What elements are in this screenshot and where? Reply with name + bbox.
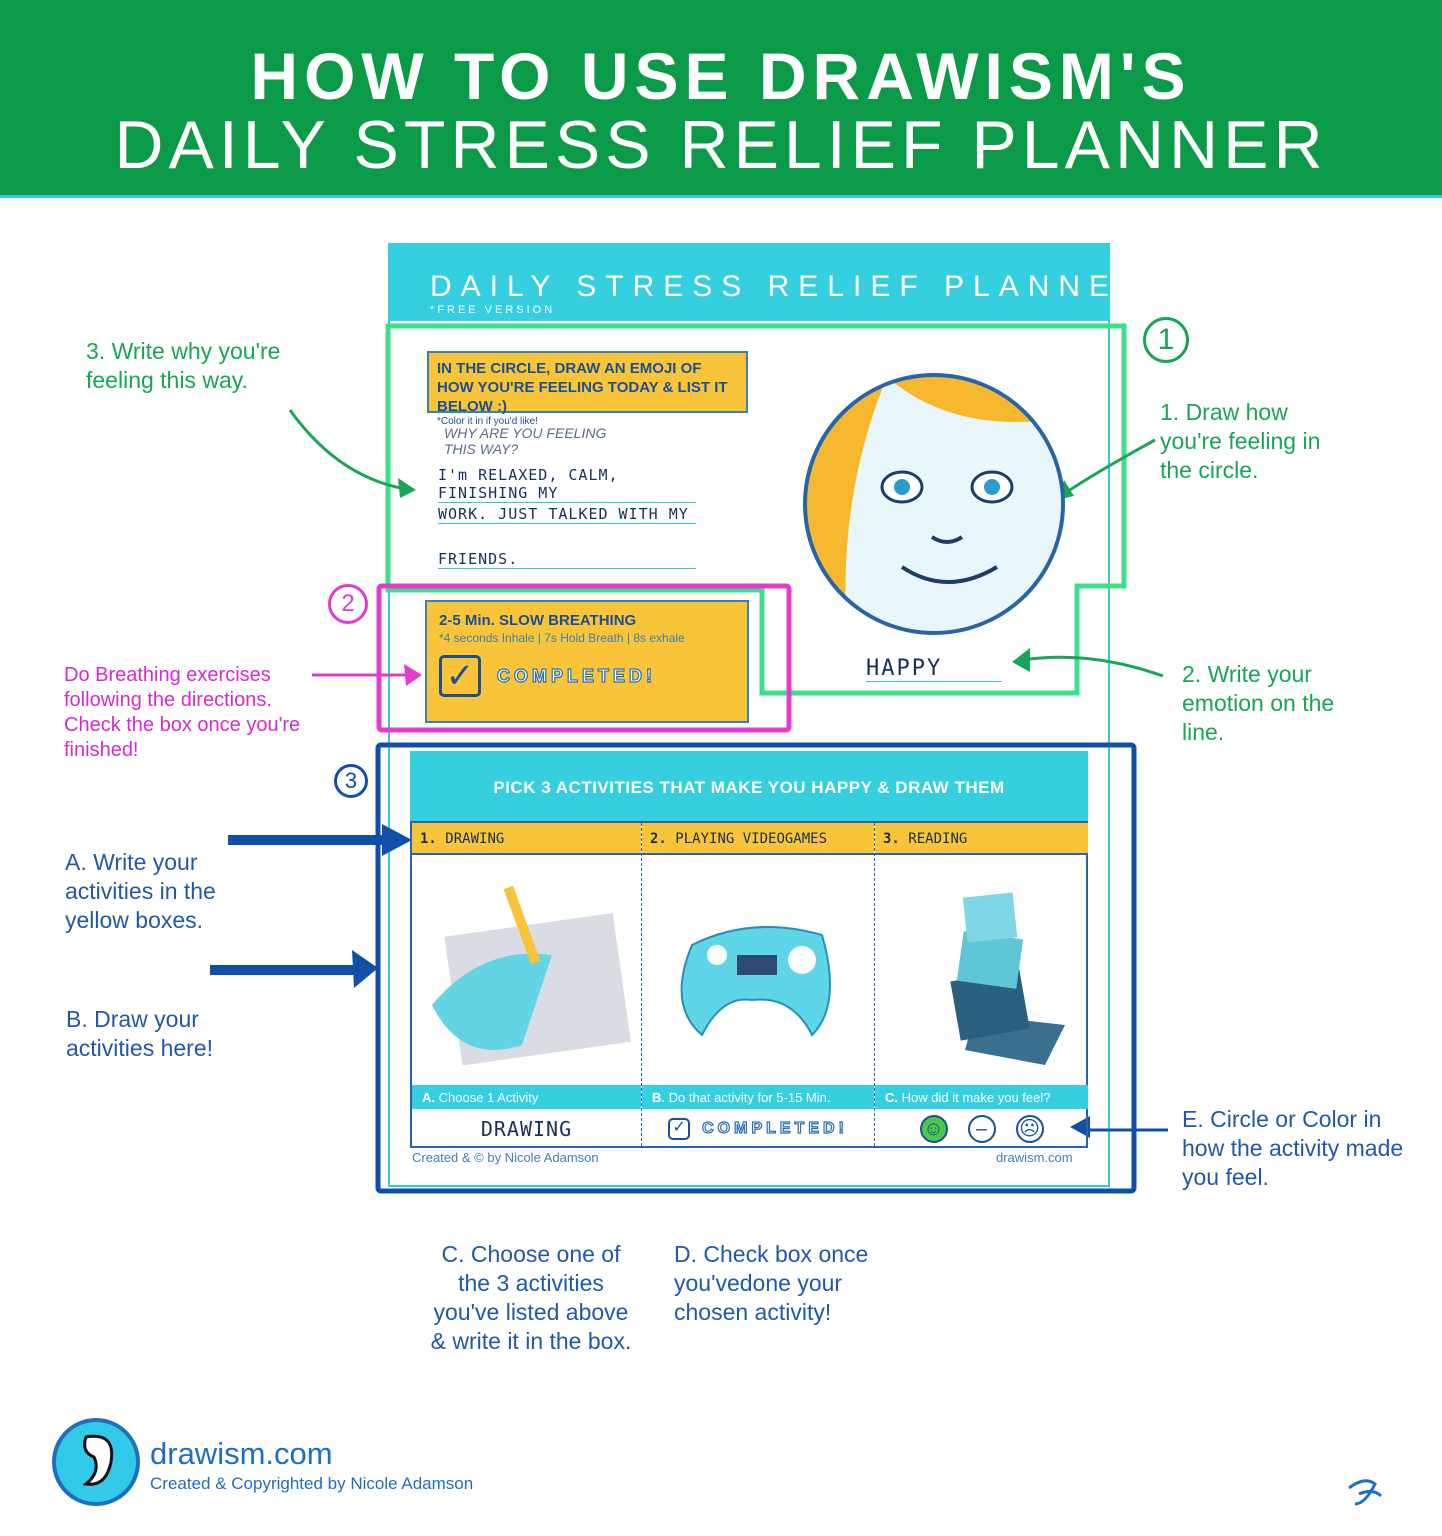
step-c-label: C. How did it make you feel? [875,1085,1088,1109]
breathing-box: 2-5 Min. SLOW BREATHING *4 seconds Inhal… [425,600,749,723]
step-a-label: A. Choose 1 Activity [412,1085,641,1109]
step-text: Do that activity for 5-15 Min. [668,1090,831,1105]
activity-text: DRAWING [445,831,505,847]
why-line-2[interactable]: WORK. JUST TALKED WITH MY [438,505,696,524]
step-2-badge: 2 [328,584,368,624]
activity-name-1[interactable]: 1. DRAWING [412,823,641,855]
neutral-face-icon[interactable]: – [967,1115,996,1143]
emotion-line[interactable]: HAPPY [866,656,1002,682]
planner-subtitle: *FREE VERSION [430,304,556,316]
annotation-2: 2. Write your emotion on the line. [1182,661,1335,745]
activity-num: 3. [883,831,900,847]
section-1-frame [385,323,1127,696]
step-letter: B. [652,1090,665,1105]
annotation-1: 1. Draw how you're feeling in the circle… [1160,399,1321,483]
breathing-subtitle: *4 seconds Inhale | 7s Hold Breath | 8s … [439,631,685,645]
activity-column-3: 3. READING C. How did it make you feel? … [875,823,1088,1146]
title-line-1: HOW TO USE DRAWISM'S [250,39,1192,113]
annotation-E: E. Circle or Color in how the activity m… [1182,1106,1404,1190]
step-text: How did it make you feel? [901,1090,1051,1105]
arrow-1 [1061,438,1156,497]
activities-header: PICK 3 ACTIVITIES THAT MAKE YOU HAPPY & … [410,751,1088,821]
activity-num: 2. [650,831,667,847]
sheet-credit: Created & © by Nicole Adamson [412,1150,599,1165]
emoji-note: *Color it in if you'd like! [437,416,538,427]
sheet-site[interactable]: drawism.com [996,1150,1073,1165]
footer-copyright: Created & Copyrighted by Nicole Adamson [150,1474,474,1493]
annotation-A: A. Write your activities in the yellow b… [65,849,216,933]
happy-face-icon[interactable]: ☺ [919,1115,948,1143]
face-illustration [845,377,1061,631]
activity-checkbox[interactable]: ✓ [668,1118,691,1140]
activity-num: 1. [420,831,437,847]
activity-text: READING [908,831,968,847]
books-illustration [950,892,1065,1065]
arrow-2 [1021,655,1164,678]
step-letter: C. [885,1090,898,1105]
drawism-logo [52,1418,140,1506]
why-line-3[interactable]: FRIENDS. [438,550,696,569]
annotation-3: 3. Write why you're feeling this way. [86,338,281,393]
breathing-title: 2-5 Min. SLOW BREATHING [439,612,637,629]
breathing-completed-label: COMPLETED! [496,665,656,686]
why-line-1[interactable]: I'm RELAXED, CALM, FINISHING MY [438,466,696,503]
activity-name-2[interactable]: 2. PLAYING VIDEOGAMES [642,823,874,855]
annotation-D: D. Check box once you'vedone your chosen… [674,1241,869,1325]
sad-face-icon[interactable]: ☹ [1015,1115,1044,1143]
emoji-instructions-text: IN THE CIRCLE, DRAW AN EMOJI OF HOW YOU'… [437,360,728,415]
annotation-B: B. Draw your activities here! [66,1006,214,1061]
activity-name-3[interactable]: 3. READING [875,823,1088,855]
activity-column-1: 1. DRAWING A. Choose 1 Activity DRAWING [412,823,642,1146]
activity-text: PLAYING VIDEOGAMES [675,831,828,847]
gamepad-illustration [680,926,831,1037]
footer-site[interactable]: drawism.com [150,1436,333,1471]
planner-header [388,243,1110,321]
activity-column-2: 2. PLAYING VIDEOGAMES B. Do that activit… [642,823,875,1146]
activity-completed-label: COMPLETED! [702,1119,848,1137]
breathing-checkbox[interactable]: ✓ [439,655,481,697]
annotation-breathing: Do Breathing exercises following the dir… [64,664,301,761]
activities-grid: 1. DRAWING A. Choose 1 Activity DRAWING … [410,821,1088,1148]
planner-title: DAILY STRESS RELIEF PLANNER [430,270,1149,303]
drawing-hand-illustration [432,885,631,1066]
step-b-label: B. Do that activity for 5-15 Min. [642,1085,874,1109]
step-3-badge: 3 [334,764,368,798]
why-label: WHY ARE YOU FEELING THIS WAY? [444,425,607,457]
logo-mark-icon [82,1434,114,1486]
chosen-activity[interactable]: DRAWING [480,1117,573,1141]
section-2-frame [376,583,792,733]
title-line-2: DAILY STRESS RELIEF PLANNER [114,107,1328,183]
emoji-instructions: IN THE CIRCLE, DRAW AN EMOJI OF HOW YOU'… [427,351,748,427]
signature-mark-icon [1348,1479,1383,1506]
step-1-badge: 1 [1143,317,1189,363]
header-banner: HOW TO USE DRAWISM'S DAILY STRESS RELIEF… [0,0,1442,198]
step-letter: A. [422,1090,435,1105]
arrow-3 [288,409,413,492]
emoji-face-drawing[interactable] [803,373,1065,635]
annotation-C: C. Choose one of the 3 activities you've… [430,1241,632,1354]
step-text: Choose 1 Activity [438,1090,539,1105]
